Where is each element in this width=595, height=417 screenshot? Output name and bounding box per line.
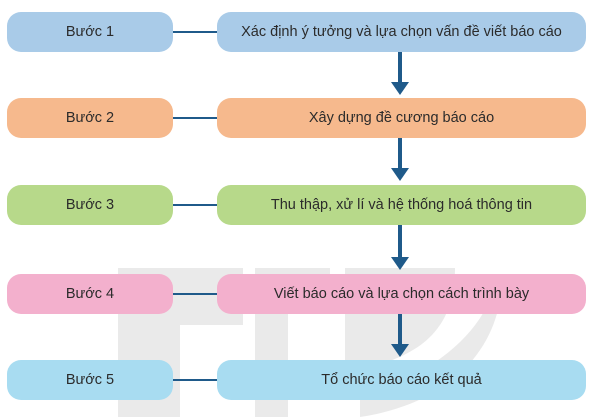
arrow-down-2: [391, 138, 409, 181]
arrow-down-4: [391, 314, 409, 357]
step-2-text: Xây dựng đề cương báo cáo: [308, 110, 495, 126]
step-4-text-box: Viết báo cáo và lựa chọn cách trình bày: [217, 274, 586, 314]
step-3-text: Thu thập, xử lí và hệ thống hoá thông ti…: [270, 197, 533, 213]
step-4-text: Viết báo cáo và lựa chọn cách trình bày: [273, 286, 530, 302]
arrow-down-3: [391, 225, 409, 270]
step-5-label: Bước 5: [65, 372, 115, 388]
step-1-label-box: Bước 1: [7, 12, 173, 52]
step-1-label: Bước 1: [65, 24, 115, 40]
step-5-text: Tổ chức báo cáo kết quả: [321, 372, 482, 388]
step-3-connector: [173, 204, 217, 206]
step-4-connector: [173, 293, 217, 295]
step-1-text-box: Xác định ý tưởng và lựa chọn vấn đề viết…: [217, 12, 586, 52]
arrow-down-1: [391, 52, 409, 95]
step-2-text-box: Xây dựng đề cương báo cáo: [217, 98, 586, 138]
step-5-connector: [173, 379, 217, 381]
step-3-label: Bước 3: [65, 197, 115, 213]
step-4-label-box: Bước 4: [7, 274, 173, 314]
step-5-text-box: Tổ chức báo cáo kết quả: [217, 360, 586, 400]
step-4-label: Bước 4: [65, 286, 115, 302]
step-1-text: Xác định ý tưởng và lựa chọn vấn đề viết…: [241, 24, 562, 40]
step-1-connector: [173, 31, 217, 33]
step-2-connector: [173, 117, 217, 119]
step-3-text-box: Thu thập, xử lí và hệ thống hoá thông ti…: [217, 185, 586, 225]
step-2-label-box: Bước 2: [7, 98, 173, 138]
step-3-label-box: Bước 3: [7, 185, 173, 225]
step-5-label-box: Bước 5: [7, 360, 173, 400]
step-2-label: Bước 2: [65, 110, 115, 126]
